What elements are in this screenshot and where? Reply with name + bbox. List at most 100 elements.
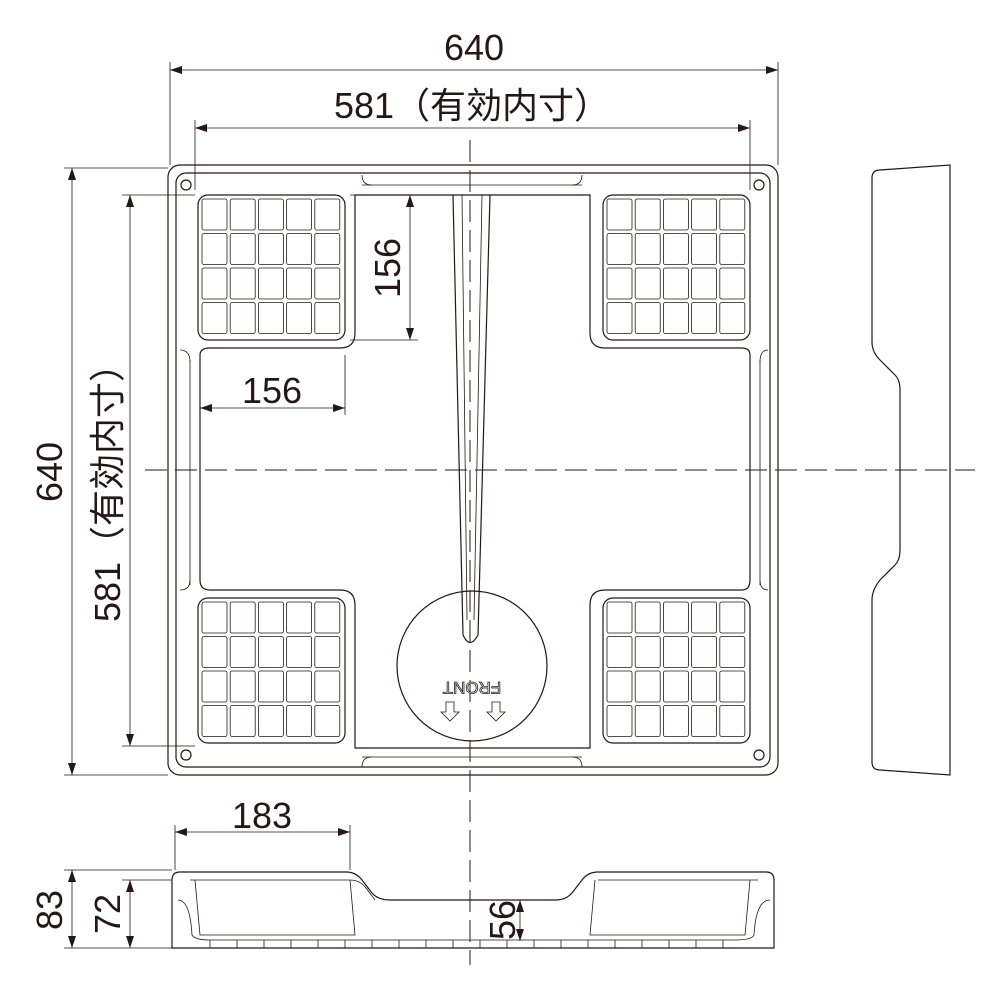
grid-cell: [314, 670, 341, 703]
grid-cell: [719, 198, 746, 231]
grid-cell: [201, 705, 228, 737]
grid-cell: [257, 233, 284, 265]
grid-cell: [719, 670, 746, 703]
grid-cell: [314, 302, 341, 334]
front-elevation-view: [171, 871, 775, 949]
grid-cell: [719, 233, 746, 265]
grid-pad: [602, 597, 751, 744]
grid-cell: [606, 601, 633, 634]
inner-depth-label: 581（有効内寸）: [87, 346, 128, 622]
side-length-label: 183: [232, 795, 292, 836]
grid-cell: [229, 302, 256, 334]
grid-cell: [201, 636, 228, 668]
grid-cell: [201, 267, 228, 300]
grid-cell: [606, 705, 633, 737]
grid-cell: [719, 636, 746, 668]
grid-cell: [634, 233, 661, 265]
grid-cell: [691, 636, 717, 668]
pad-height-label: 156: [367, 238, 408, 298]
grid-cell: [606, 636, 633, 668]
grid-cell: [229, 267, 256, 300]
side-profile-view: [871, 164, 951, 776]
grid-cell: [257, 198, 284, 231]
grid-cell: [257, 267, 284, 300]
grid-cell: [719, 601, 746, 634]
pan-top-view: FRONT: [167, 164, 779, 776]
total-height-label: 83: [29, 890, 70, 930]
grid-pad: [197, 194, 346, 341]
grid-cell: [229, 705, 256, 737]
grid-cell: [691, 601, 717, 634]
grid-cell: [719, 267, 746, 300]
outer-width-label: 640: [444, 27, 504, 68]
grid-cell: [286, 601, 313, 634]
pad-width-dimension: 156: [199, 355, 346, 415]
grid-cell: [691, 302, 717, 334]
grid-cell: [286, 267, 313, 300]
down-arrow-icon: [440, 701, 460, 722]
grid-cell: [314, 198, 341, 231]
grid-cell: [314, 601, 341, 634]
grid-cell: [286, 705, 313, 737]
drain-channel: [452, 194, 491, 644]
rim-height-dimension: 72: [87, 879, 172, 948]
grid-cell: [314, 267, 341, 300]
grid-cell: [606, 302, 633, 334]
grid-cell: [286, 198, 313, 231]
grid-cell: [257, 601, 284, 634]
grid-cell: [691, 267, 717, 300]
grid-cell: [663, 198, 689, 231]
pad-height-dimension: 156: [350, 194, 418, 341]
grid-cell: [634, 267, 661, 300]
screw-hole: [180, 179, 192, 191]
grid-pad: [602, 194, 751, 341]
grid-cell: [634, 601, 661, 634]
grid-cell: [606, 233, 633, 265]
grid-cell: [229, 670, 256, 703]
grid-cell: [634, 705, 661, 737]
center-height-dimension: 56: [482, 900, 524, 941]
grid-cell: [257, 670, 284, 703]
grid-cell: [691, 233, 717, 265]
grid-cell: [663, 233, 689, 265]
inner-width-dimension: 581（有効内寸）: [194, 85, 751, 190]
grid-cell: [663, 670, 689, 703]
grid-cell: [663, 267, 689, 300]
grid-cell: [663, 601, 689, 634]
grid-cell: [229, 601, 256, 634]
grid-cell: [257, 302, 284, 334]
grid-cell: [606, 670, 633, 703]
grid-cell: [314, 636, 341, 668]
grid-cell: [229, 233, 256, 265]
inner-width-label: 581（有効内寸）: [334, 85, 610, 126]
total-height-dimension: 83: [29, 869, 172, 949]
grid-cell: [634, 302, 661, 334]
grid-cell: [286, 670, 313, 703]
top-width-dimension: 640: [169, 27, 779, 165]
screw-hole: [180, 749, 192, 761]
side-length-dimension: 183: [174, 795, 351, 870]
grid-pad: [197, 597, 346, 744]
grid-cell: [634, 636, 661, 668]
grid-cell: [719, 302, 746, 334]
grid-cell: [229, 198, 256, 231]
grid-cell: [606, 198, 633, 231]
front-label: FRONT: [443, 678, 502, 697]
grid-cell: [201, 302, 228, 334]
left-depth-dimension: 640: [29, 167, 168, 776]
grid-cell: [663, 636, 689, 668]
down-arrow-icon: [486, 701, 506, 722]
grid-cell: [663, 705, 689, 737]
grid-cell: [663, 302, 689, 334]
inner-depth-dimension: 581（有効内寸）: [87, 194, 195, 747]
outer-depth-label: 640: [29, 442, 70, 502]
pad-width-label: 156: [242, 370, 302, 411]
grid-cell: [314, 705, 341, 737]
grid-cell: [606, 267, 633, 300]
grid-cell: [691, 198, 717, 231]
screw-hole: [753, 179, 765, 191]
grid-cell: [201, 601, 228, 634]
grid-cell: [691, 670, 717, 703]
grid-cell: [634, 670, 661, 703]
